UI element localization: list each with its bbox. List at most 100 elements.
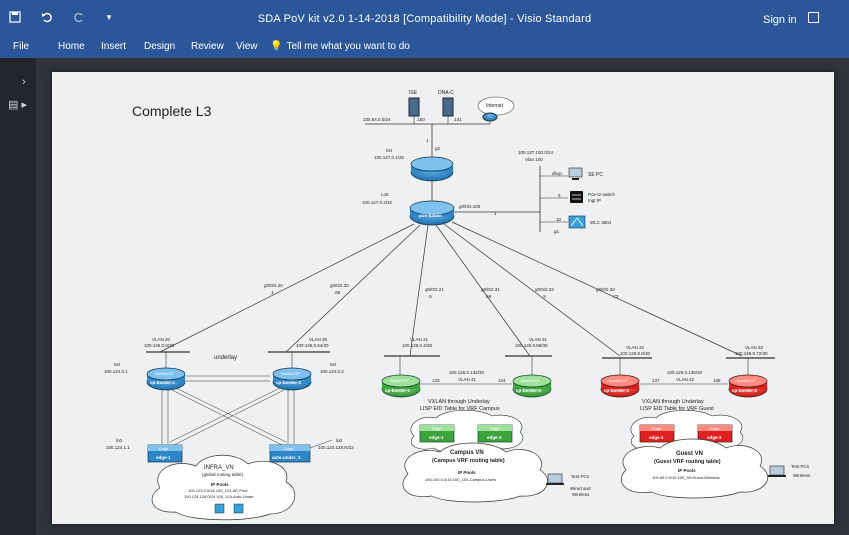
svg-text:SE PC: SE PC (588, 172, 603, 178)
svg-text:(Guest VRF routing table): (Guest VRF routing table) (654, 459, 721, 465)
infra-edge-1[interactable]: Edge edge-1 (147, 444, 183, 463)
svg-text:edge-1: edge-1 (429, 435, 444, 440)
svg-text:lo0: lo0 (386, 148, 393, 153)
guest-cp-border-1[interactable]: Border/CP cp-border-1 (600, 374, 640, 398)
svg-text:IP Pools: IP Pools (458, 470, 476, 475)
save-icon[interactable] (8, 9, 22, 25)
tab-file[interactable]: File (13, 41, 30, 52)
svg-text:dhcp: dhcp (552, 171, 562, 176)
internet-cloud: Internet (477, 96, 515, 122)
svg-text:Guest VN: Guest VN (676, 451, 703, 457)
svg-text:VLAN 31: VLAN 31 (529, 337, 548, 342)
svg-text:100.127.0.1/32: 100.127.0.1/32 (374, 155, 405, 160)
title-bar: ▾ SDA PoV kit v2.0 1-14-2018 [Compatibil… (0, 0, 849, 34)
infra-auto-under-1[interactable]: Edge auto-under_1 (269, 444, 311, 463)
svg-text:100.100.0.0/16 100_100-Campu: 100.100.0.0/16 100_100-Campus-Users (425, 477, 496, 482)
svg-text:100.127.100.0/24: 100.127.100.0/24 (518, 150, 554, 155)
guest-cp-border-2[interactable]: Border/CP cp-border-2 (728, 374, 768, 398)
svg-text:Border/CP: Border/CP (281, 371, 300, 376)
svg-text:100.126.0.72/30: 100.126.0.72/30 (735, 351, 768, 356)
svg-text:100.124.128.N/32: 100.124.128.N/32 (318, 445, 354, 450)
svg-text:.100: .100 (416, 117, 425, 122)
svg-text:g0/0/2.100: g0/0/2.100 (459, 204, 481, 209)
campus-cp-border-2[interactable]: Border/CP cp-border-2 (512, 374, 552, 398)
svg-text:(global routing table): (global routing table) (202, 472, 244, 477)
page-icon[interactable]: ▤ ▸ (8, 99, 27, 111)
svg-text:100.123.0.0/16 100_123-AP-Po: 100.123.0.0/16 100_123-AP-Pool (188, 488, 247, 493)
pov-switch-icon (570, 191, 583, 203)
svg-text:cp-border-1: cp-border-1 (385, 388, 411, 393)
svg-text:.5: .5 (428, 294, 432, 299)
drawing-page[interactable]: Complete L3 ISE DNA-C Internet 100.64.0.… (52, 72, 834, 524)
infra-cp-border-2[interactable]: Border/CP cp-border-2 (272, 367, 312, 391)
campus-edge-2[interactable]: Edge edge-2 (477, 424, 513, 443)
svg-text:VXLAN through Underlay: VXLAN through Underlay (642, 399, 704, 405)
sign-in-link[interactable]: Sign in (763, 14, 797, 26)
campus-cp-border-1[interactable]: Border/CP cp-border-1 (381, 374, 421, 398)
svg-text:cp-border-2: cp-border-2 (276, 380, 302, 385)
svg-text:5: 5 (558, 193, 561, 198)
svg-text:100.126.0.0/30: 100.126.0.0/30 (144, 343, 175, 348)
svg-text:g0/0/2.21: g0/0/2.21 (425, 287, 444, 292)
svg-text:Vlan 100: Vlan 100 (525, 157, 543, 162)
svg-text:Wireless: Wireless (572, 492, 590, 497)
infra-cp-border-1[interactable]: Border/CP cp-border-1 (146, 367, 186, 391)
svg-text:WLC 3504: WLC 3504 (590, 220, 612, 225)
pov-fusion-router[interactable]: pov-fusion (409, 200, 455, 226)
customize-toolbar-icon[interactable]: ▾ (106, 11, 112, 22)
tell-me-box[interactable]: 💡 Tell me what you want to do (270, 41, 410, 52)
tab-home[interactable]: Home (58, 41, 85, 52)
svg-text:1: 1 (426, 138, 429, 143)
undo-icon[interactable] (40, 9, 54, 25)
svg-text:Border/CP: Border/CP (737, 378, 756, 383)
guest-edge-1[interactable]: Edge edge-1 (639, 424, 675, 443)
svg-text:g0/0/2.20: g0/0/2.20 (264, 283, 283, 288)
svg-text:Campus VN: Campus VN (450, 450, 484, 456)
svg-text:100.126.0.132/30: 100.126.0.132/30 (449, 370, 485, 375)
campus-test-pc-icon (546, 473, 564, 485)
svg-text:g1: g1 (554, 229, 560, 234)
svg-text:VLAN 22: VLAN 22 (626, 345, 645, 350)
svg-text:Edge: Edge (490, 426, 500, 431)
tab-review[interactable]: Review (191, 41, 224, 52)
svg-text:Wired and: Wired and (570, 486, 591, 491)
svg-text:edge-2: edge-2 (487, 435, 502, 440)
svg-text:100.126.0.68/30: 100.126.0.68/30 (515, 343, 548, 348)
ribbon-display-icon[interactable] (806, 9, 820, 25)
campus-edge-1[interactable]: Edge edge-1 (419, 424, 455, 443)
svg-text:Wireless: Wireless (793, 473, 811, 478)
svg-text:VLAN 42: VLAN 42 (676, 377, 695, 382)
svg-text:.101: .101 (453, 117, 462, 122)
svg-text:cp-border-2: cp-border-2 (516, 388, 542, 393)
svg-text:cp-border-2: cp-border-2 (732, 388, 758, 393)
expand-shapes-icon[interactable]: › (22, 76, 26, 88)
svg-text:g0/0/2.22: g0/0/2.22 (535, 287, 554, 292)
svg-text:Edge: Edge (432, 426, 442, 431)
svg-text:Pov-I2-switch: Pov-I2-switch (588, 192, 616, 197)
svg-text:Edge: Edge (284, 446, 294, 451)
svg-text:100.124.128.0/24 100_124-Aut: 100.124.128.0/24 100_124-Auto-Under (184, 494, 254, 499)
fusion-links (159, 221, 743, 357)
diagram-title: Complete L3 (132, 103, 212, 119)
svg-text:100.124.1.1: 100.124.1.1 (106, 445, 130, 450)
se-pc-icon (568, 167, 583, 180)
svg-text:100.126.0.64/30: 100.126.0.64/30 (296, 343, 329, 348)
svg-text:100.127.0.2/32: 100.127.0.2/32 (362, 200, 393, 205)
guest-edge-2[interactable]: Edge edge-2 (697, 424, 733, 443)
tab-view[interactable]: View (236, 41, 258, 52)
svg-text:VXLAN through Underlay: VXLAN through Underlay (428, 399, 490, 405)
ise-server: ISE (408, 90, 420, 117)
svg-text:(Campus VRF routing table): (Campus VRF routing table) (432, 458, 505, 464)
network-diagram: Complete L3 ISE DNA-C Internet 100.64.0.… (104, 90, 811, 521)
infra-vn-cloud: INFRA_VN (global routing table) IP Pools… (151, 454, 296, 521)
tab-design[interactable]: Design (144, 41, 176, 52)
edge-router-top[interactable] (410, 156, 454, 182)
svg-text:ISE: ISE (409, 90, 418, 96)
tab-insert[interactable]: Insert (101, 41, 127, 52)
svg-text:g2: g2 (435, 146, 441, 151)
svg-text:100.124.0.1: 100.124.0.1 (104, 369, 128, 374)
redo-icon[interactable] (72, 9, 86, 25)
svg-text:10: 10 (556, 217, 562, 222)
svg-text:Test PCs: Test PCs (791, 464, 810, 469)
svg-text:133: 133 (432, 378, 440, 383)
